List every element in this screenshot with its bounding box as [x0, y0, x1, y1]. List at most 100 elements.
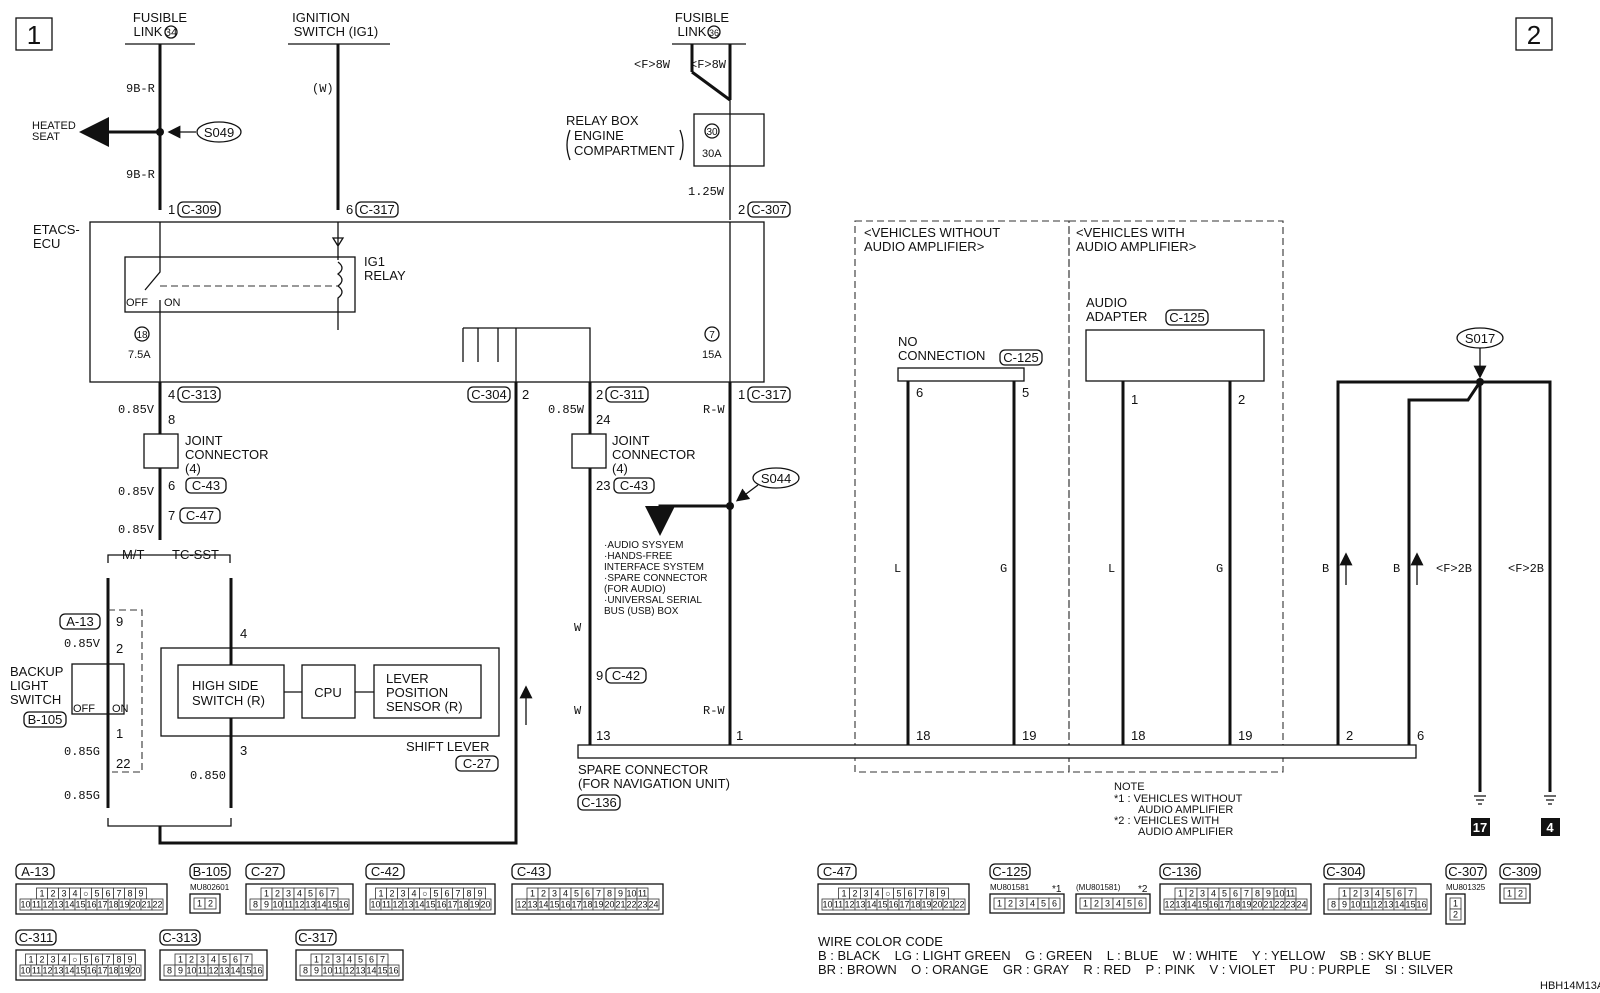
- connector-pin-label: 14: [316, 900, 326, 910]
- svg-text:C-309: C-309: [181, 202, 216, 217]
- connector-pin-label: 22: [626, 900, 636, 910]
- connector-pin-label: 2: [189, 955, 194, 965]
- connector-c313: C-313: [177, 386, 221, 403]
- connector-pin-label: 8: [607, 889, 612, 899]
- region-title: <VEHICLES WITHOUT: [864, 225, 1000, 240]
- connector-view-id: C-313: [162, 930, 197, 945]
- connector-pin-label: 9: [1342, 900, 1347, 910]
- connector-pin-label: 12: [344, 966, 354, 976]
- page-marker-left: 1: [15, 17, 53, 51]
- connector-view-part: (MU801581): [1076, 883, 1121, 892]
- connector-pin-label: 19: [1241, 900, 1251, 910]
- wire-color-code: WIRE COLOR CODE B : BLACK LG : LIGHT GRE…: [818, 934, 1453, 977]
- connector-pin-label: 14: [1394, 900, 1404, 910]
- pin-label: 19: [1238, 728, 1252, 743]
- connector-pin-label: 11: [198, 966, 207, 976]
- connector-view-id: C-307: [1448, 864, 1483, 879]
- wire-label: <F>8W: [690, 58, 727, 72]
- audio-note-line: INTERFACE SYSTEM: [604, 562, 704, 573]
- pin-label: 7: [168, 508, 175, 523]
- audio-note-line: BUS (USB) BOX: [604, 606, 679, 617]
- connector-pin-label: 18: [910, 900, 920, 910]
- pin-label: 1: [116, 726, 123, 741]
- connector-pin-label: 10: [626, 889, 636, 899]
- connector-pin-label: 4: [1030, 899, 1035, 909]
- connector-view-id: C-27: [251, 864, 279, 879]
- connector-pin-label: 7: [1408, 889, 1413, 899]
- wire-label: 0.85G: [64, 789, 100, 803]
- connector-view-id: C-309: [1502, 864, 1537, 879]
- connector-pin-label: 1: [530, 889, 535, 899]
- svg-text:AUDIO: AUDIO: [1086, 295, 1127, 310]
- connector-a13: A-13: [59, 613, 101, 630]
- svg-text:ECU: ECU: [33, 236, 60, 251]
- ignition-switch: IGNITION SWITCH (IG1): [288, 10, 390, 45]
- connector-c307: C-307: [747, 201, 791, 218]
- spare-connector-label: (FOR NAVIGATION UNIT): [578, 776, 730, 791]
- connector-pin-label: 14: [538, 900, 548, 910]
- connector-pin-label: 8: [929, 889, 934, 899]
- connector-pin-label: 6: [907, 889, 912, 899]
- connector-pin-label: 1: [1453, 899, 1458, 909]
- connector-pin-label: 13: [855, 900, 865, 910]
- pin-label: 6: [346, 202, 353, 217]
- connector-pin-label: 16: [86, 900, 96, 910]
- svg-text:SWITCH (R): SWITCH (R): [192, 693, 265, 708]
- connector-pin-label: 12: [1164, 900, 1174, 910]
- region-without-amp: [854, 220, 1070, 773]
- connector-pin-label: 21: [615, 900, 625, 910]
- svg-text:C-317: C-317: [359, 202, 394, 217]
- svg-text:RELAY: RELAY: [364, 268, 406, 283]
- wire-label: G: [1000, 562, 1007, 576]
- region-title: <VEHICLES WITH: [1076, 225, 1185, 240]
- connector-pin-label: 2: [325, 955, 330, 965]
- svg-text:NO: NO: [898, 334, 918, 349]
- pin-label: 2: [116, 641, 123, 656]
- svg-text:C-43: C-43: [620, 478, 648, 493]
- connector-pin-label: 16: [1416, 900, 1426, 910]
- connector-view-id: C-317: [298, 930, 333, 945]
- svg-text:NOTE: NOTE: [1114, 781, 1145, 793]
- wire-label: L: [1108, 562, 1115, 576]
- connector-pin-label: 15: [75, 900, 85, 910]
- connector-pin-label: 1: [28, 955, 33, 965]
- connector-pin-label: 18: [458, 900, 468, 910]
- connector-pin-label: 24: [1296, 900, 1306, 910]
- svg-text:B-105: B-105: [28, 712, 63, 727]
- connector-pin-label: 6: [105, 889, 110, 899]
- svg-text:C-42: C-42: [612, 668, 640, 683]
- svg-text:S044: S044: [761, 471, 791, 486]
- connector-c304: C-304: [467, 386, 511, 403]
- connector-pin-label: 17: [97, 900, 107, 910]
- connector-view-body: [1159, 883, 1312, 915]
- connector-pin-label: 2: [1189, 889, 1194, 899]
- connector-pin-label: 7: [1244, 889, 1249, 899]
- svg-text:LIGHT: LIGHT: [10, 678, 48, 693]
- connector-pin-label: 20: [130, 966, 140, 976]
- connector-pin-label: 7: [244, 955, 249, 965]
- wire-label: B: [1322, 562, 1329, 576]
- splice-s049: S049: [167, 121, 242, 143]
- connector-pin-label: 15: [241, 966, 251, 976]
- connector-view-id: C-311: [19, 930, 53, 945]
- connector-pin-label: 3: [400, 889, 405, 899]
- connector-view-id: B-105: [193, 864, 228, 879]
- connector-pin-label: 7: [116, 889, 121, 899]
- connector-pin: [337, 898, 350, 911]
- connector-pin-label: 5: [83, 955, 88, 965]
- shift-lever: HIGH SIDE SWITCH (R) CPU LEVER POSITION …: [160, 647, 500, 754]
- connector-pin-label: 10: [20, 966, 30, 976]
- connector-pin-label: 5: [1127, 899, 1132, 909]
- connector-b105: B-105: [23, 711, 67, 728]
- wire-label: <F>8W: [634, 58, 671, 72]
- connector-pin-label: 6: [369, 955, 374, 965]
- connector-pin-label: 4: [563, 889, 568, 899]
- connector-pin-label: 6: [94, 955, 99, 965]
- connector-pin-label: 12: [516, 900, 526, 910]
- connector-pin-label: 12: [844, 900, 854, 910]
- connector-pin-label: 10: [822, 900, 832, 910]
- svg-text:*1 : VEHICLES WITHOUT: *1 : VEHICLES WITHOUT: [1114, 793, 1243, 805]
- connector-pin-label: 21: [1263, 900, 1273, 910]
